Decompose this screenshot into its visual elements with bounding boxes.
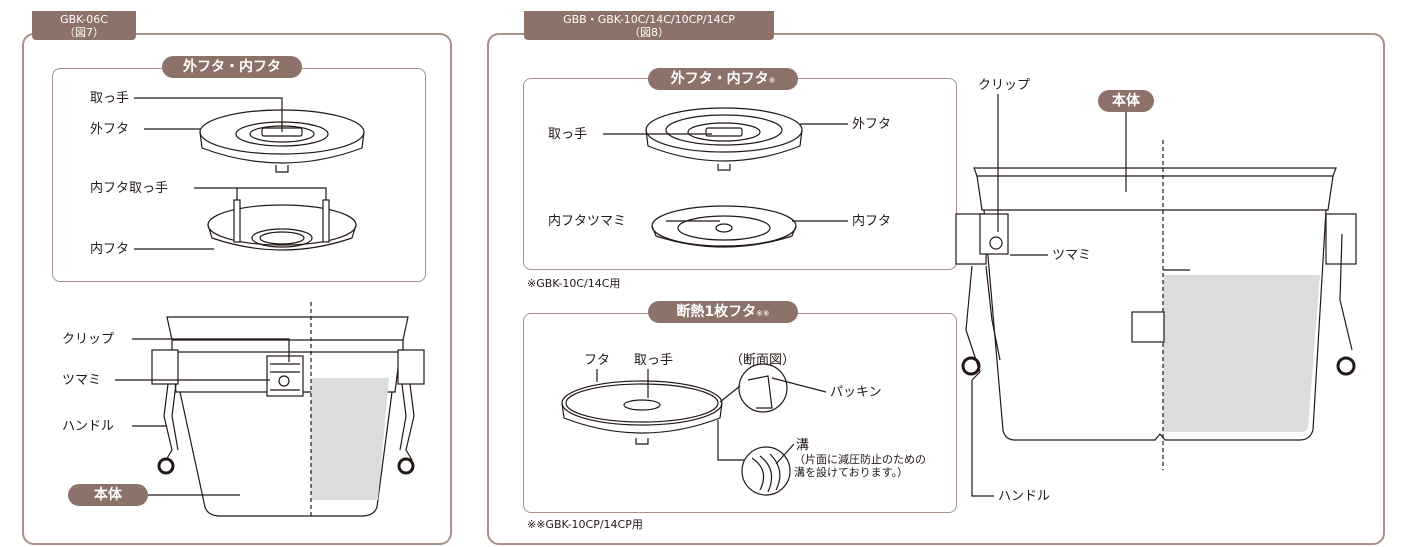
left-outer-lid-label: 外フタ <box>90 122 130 137</box>
right-outer-lid-label: 外フタ <box>852 117 892 132</box>
right-model-label: GBB・GBK-10C/14C/10CP/14CP <box>563 13 735 26</box>
left-lid-handle-label: 取っ手 <box>90 91 130 106</box>
groove-note: （片面に減圧防止のための溝を設けております。） <box>794 453 926 479</box>
insulated-lid-label: フタ <box>584 353 611 368</box>
right-figure-number: （図8） <box>629 26 669 39</box>
right-figure-tag: GBB・GBK-10C/14C/10CP/14CP （図8） <box>524 11 774 40</box>
right-lid-footnote: ※GBK-10C/14C用 <box>527 277 621 290</box>
right-lid-section-title: 外フタ・内フタ※ <box>648 68 798 90</box>
left-figure-tag: GBK-06C （図7） <box>32 11 136 40</box>
left-lid-section-title: 外フタ・内フタ <box>162 56 302 78</box>
left-inner-lid-handle-label: 内フタ取っ手 <box>90 181 169 196</box>
right-inner-lid-drawing <box>651 205 797 248</box>
right-outer-lid-drawing <box>645 107 803 171</box>
left-pot-drawing <box>151 302 425 517</box>
cross-section-label: （断面図） <box>730 353 796 368</box>
right-insulated-lid-drawing <box>561 363 791 496</box>
insulated-lid-footnote: ※※GBK-10CP/14CP用 <box>527 518 643 531</box>
left-body-badge: 本体 <box>68 484 148 506</box>
right-inner-lid-label: 内フタ <box>852 214 892 229</box>
left-figure-number: （図7） <box>64 26 104 39</box>
left-inner-lid-label: 内フタ <box>90 242 130 257</box>
right-handle-label: ハンドル <box>998 489 1051 504</box>
left-body-leaders <box>115 338 290 496</box>
right-lid-handle-label: 取っ手 <box>548 127 588 142</box>
left-clip-label: クリップ <box>62 332 115 347</box>
right-knob-label: ツマミ <box>1052 248 1092 263</box>
right-pot-drawing <box>955 140 1357 470</box>
left-model-label: GBK-06C <box>60 13 108 26</box>
left-knob-label: ツマミ <box>62 373 102 388</box>
right-figure-panel <box>487 33 1385 545</box>
right-body-badge: 本体 <box>1098 90 1154 112</box>
right-body-leaders <box>971 94 1127 497</box>
right-clip-label: クリップ <box>978 78 1031 93</box>
groove-label: 溝 <box>796 438 810 453</box>
right-lid-leaders <box>603 123 848 222</box>
right-insulated-lid-title: 断熱1枚フタ※※ <box>648 301 798 323</box>
insulated-handle-label: 取っ手 <box>634 353 674 368</box>
packing-label: パッキン <box>830 385 882 400</box>
right-insulated-lid-leaders <box>596 369 827 465</box>
left-figure-panel <box>22 33 452 545</box>
left-inner-lid-drawing <box>207 199 357 251</box>
left-lid-leaders <box>134 97 327 250</box>
right-inner-lid-knob-label: 内フタツマミ <box>548 214 627 229</box>
left-handle-label: ハンドル <box>62 419 115 434</box>
